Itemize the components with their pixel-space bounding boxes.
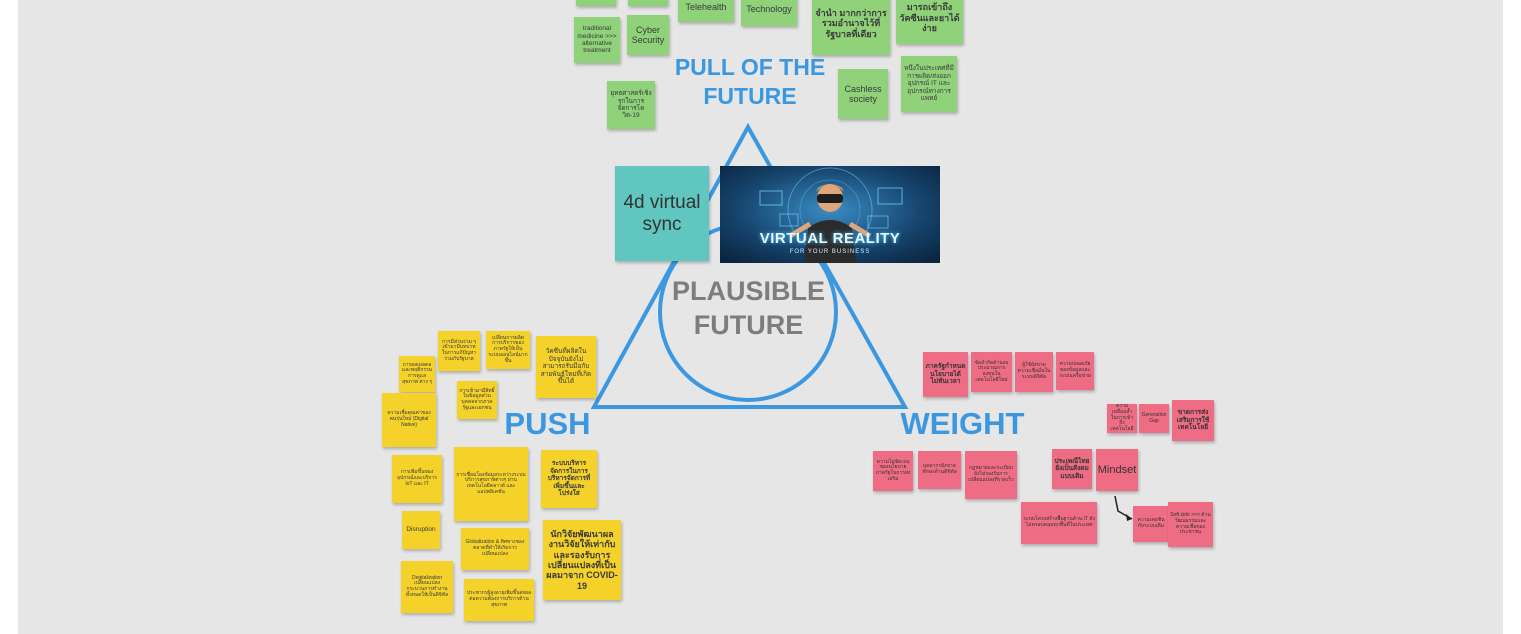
- weight-note[interactable]: ความเคยชินกับระบบเดิม: [1133, 506, 1169, 542]
- pull-note-cashless[interactable]: Cashless society: [838, 69, 888, 119]
- weight-note[interactable]: ระบบโครงสร้างพื้นฐานด้าน IT ยังไม่ครอบคล…: [1021, 502, 1097, 544]
- push-note-aging[interactable]: ประชากรผู้สูงอายุเพิ่มขึ้นส่งผลต่อความต้…: [464, 579, 534, 621]
- whiteboard: [18, 0, 1503, 634]
- push-note[interactable]: การเชื่อมโยงข้อมูลระหว่างระบบบริการสุขภา…: [454, 447, 528, 521]
- weight-label: WEIGHT: [900, 406, 1025, 441]
- weight-note[interactable]: กฎหมายและระเบียบยังไม่รองรับการเปลี่ยนแป…: [965, 451, 1017, 499]
- pull-note-vaccine-access[interactable]: มารถเข้าถึงวัคซีนและยาได้ง่าย: [896, 0, 963, 44]
- pull-note[interactable]: [628, 0, 668, 6]
- push-note-disruption[interactable]: Disruption: [402, 511, 440, 549]
- push-label: PUSH: [504, 406, 591, 441]
- weight-note[interactable]: ประเพณีไทยยังเป็นสังคมแบบเดิม: [1052, 449, 1092, 489]
- vr-image-subtitle: FOR YOUR BUSINESS: [789, 249, 871, 255]
- vr-image-title: VIRTUAL REALITY: [759, 230, 901, 247]
- push-note-researchers[interactable]: นักวิจัยพัฒนาผลงานวิจัยให้เท่ากับและรองร…: [543, 520, 621, 600]
- pull-note-traditional-medicine[interactable]: traditional medicine >>> alternative tre…: [574, 17, 620, 63]
- weight-note[interactable]: ภาครัฐกำหนดนโยบายได้ไม่ทันเวลา: [923, 352, 968, 397]
- push-note-iot[interactable]: การเพิ่มขึ้นของอุปกรณ์และบริการ IoT และ …: [392, 455, 442, 503]
- pull-note-cyber-security[interactable]: Cyber Security: [627, 15, 669, 55]
- push-note-digital-native[interactable]: ความเชื่อคุณค่าของคนรุ่นใหม่ (Digital Na…: [382, 393, 436, 447]
- pull-note[interactable]: [576, 0, 616, 6]
- pull-note-covid-strategy[interactable]: ยุทธศาสตร์เชิงรุกในการจัดการโควิด-19: [607, 81, 655, 129]
- push-note[interactable]: การเข้ามามีสิทธิ์ในข้อมูลส่วนบุคคลจากภาค…: [457, 381, 497, 419]
- weight-note[interactable]: ผู้ใช้ยังขาดความเชื่อมั่นในระบบดิจิทัล: [1015, 352, 1053, 392]
- push-note-degitalization[interactable]: Degitalization เปลี่ยนแปลงกระบวนการทำงาน…: [401, 561, 453, 613]
- pull-of-future-label: PULL OF THE FUTURE: [674, 54, 826, 109]
- weight-note-soft-side[interactable]: Soft side >>> ด้านวัฒนธรรมและความเชื่อขอ…: [1168, 502, 1213, 547]
- pull-note-decentralize[interactable]: จำนำ มากกว่าการรวมอำนาจไว้ที่รัฐบาลที่เด…: [812, 0, 890, 55]
- push-note[interactable]: การผลเผลคลและพฤติกรรมการดูแลสุขภาพ ต่าง …: [399, 356, 435, 392]
- pull-note-telehealth[interactable]: Telehealth: [678, 0, 734, 22]
- push-note-globalization[interactable]: Globalization & ทิศทางของตลาดที่ทำให้เกิ…: [461, 528, 529, 570]
- weight-note[interactable]: ความไม่ชัดเจนของนโยบายภาครัฐในการส่งเสริ…: [873, 451, 913, 491]
- weight-note[interactable]: ขาดการส่งเสริมการใช้เทคโนโลยี: [1172, 400, 1214, 441]
- push-note[interactable]: การมีส่วนร่วม ๆ เข้ามามีบทบาทในการแก้ปัญ…: [438, 331, 480, 371]
- vr-illustration: [720, 166, 940, 263]
- virtual-reality-image: VIRTUAL REALITY FOR YOUR BUSINESS: [720, 166, 940, 263]
- pull-note-technology[interactable]: Technology: [741, 0, 797, 26]
- weight-note[interactable]: ความเหลื่อมล้ำในการเข้าถึงเทคโนโลยี: [1107, 404, 1137, 433]
- weight-note-generation-gap[interactable]: Generation Gap: [1139, 404, 1169, 433]
- weight-note-mindset[interactable]: Mindset: [1096, 449, 1138, 491]
- push-note[interactable]: เปลี่ยนการผลิต การบริการของภาครัฐให้เป็น…: [486, 331, 530, 369]
- pull-note-it-export[interactable]: หนึ่งในประเทศที่มีการผลิต/ส่งออก อุปกรณ์…: [901, 56, 957, 112]
- plausible-future-label: PLAUSIBLE FUTURE: [671, 276, 825, 340]
- virtual-sync-note[interactable]: 4d virtual sync: [615, 166, 709, 261]
- push-note[interactable]: ระบบบริหารจัดการในการบริหารจัดการที่เพิ่…: [541, 450, 597, 508]
- weight-note[interactable]: ความปลอดภัยของข้อมูลและระบบเครือข่าย: [1056, 352, 1094, 390]
- weight-note[interactable]: ข้อจำกัดด้านงบประมาณการลงทุนในเทคโนโลยีใ…: [971, 352, 1012, 392]
- weight-note[interactable]: บุคลากรยังขาดทักษะด้านดิจิทัล: [918, 451, 961, 489]
- push-note[interactable]: วัคซีนที่ผลิตในปัจจุบันยังไม่สามารถรับมื…: [536, 336, 596, 398]
